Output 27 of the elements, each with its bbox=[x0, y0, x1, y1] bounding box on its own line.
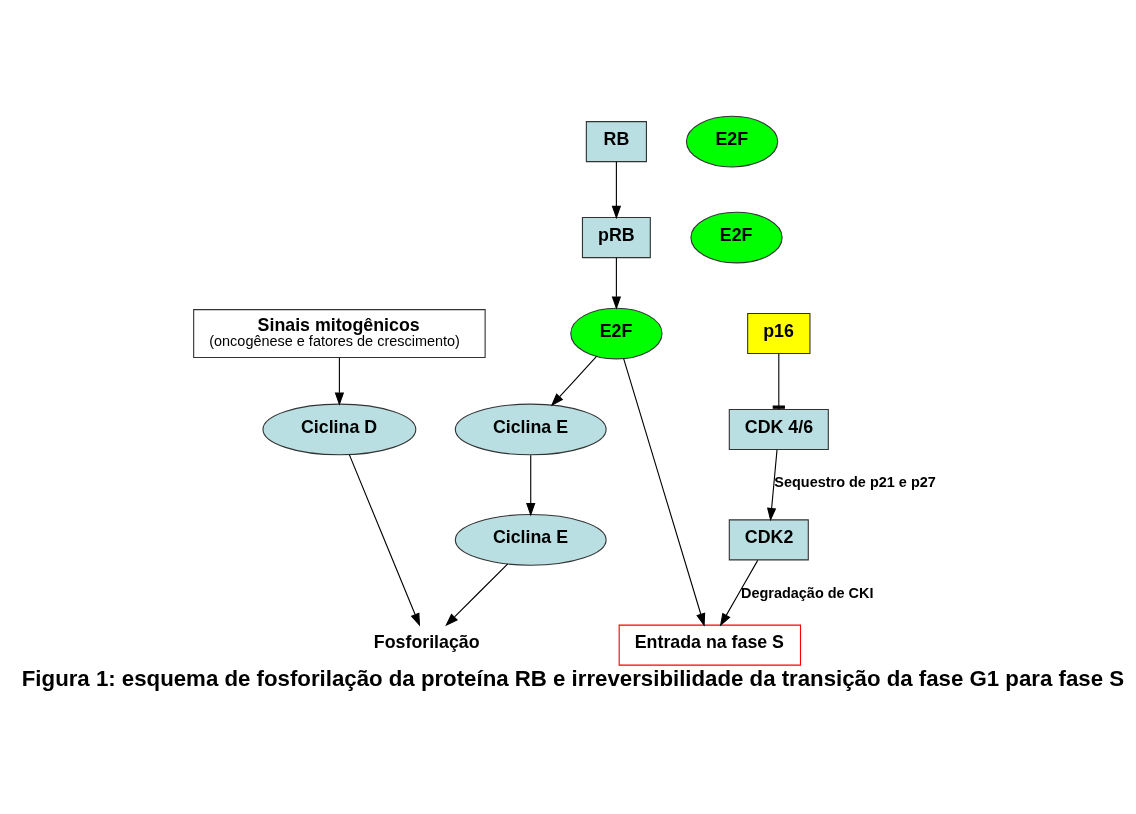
caption: Figura 1: esquema de fosforilação da proteína RB e irreversibilidade da transição da fase G1 para fase S bbox=[21, 665, 1125, 691]
node-text: Fosforilação bbox=[373, 631, 480, 652]
node-box: CDK2 bbox=[728, 518, 809, 560]
node-ellipse: Ciclina E bbox=[454, 513, 607, 566]
arrow bbox=[334, 356, 345, 406]
arrow bbox=[550, 355, 598, 406]
arrow bbox=[719, 559, 759, 627]
arrow bbox=[348, 453, 421, 627]
edge-label: Sequestro de p21 e p27 bbox=[774, 473, 936, 490]
arrow bbox=[445, 562, 509, 626]
node-box: RB bbox=[585, 120, 647, 162]
arrow bbox=[611, 160, 622, 219]
node-box: p16 bbox=[747, 312, 811, 354]
node-box: Sinais mitogênicos (oncogênese e fatores de crescimento) bbox=[193, 308, 486, 358]
node-box: CDK 4/6 bbox=[728, 408, 829, 450]
arrow bbox=[526, 454, 536, 516]
node-ellipse: E2F bbox=[685, 115, 779, 167]
arrow bbox=[623, 357, 706, 627]
node-box: Entrada na fase S bbox=[618, 624, 802, 666]
edge-label: Degradação de CKI bbox=[740, 584, 874, 601]
arrow bbox=[767, 448, 778, 521]
node-ellipse: Ciclina D bbox=[262, 403, 417, 455]
node-box: pRB bbox=[581, 216, 651, 258]
arrow bbox=[611, 256, 622, 310]
node-ellipse: E2F bbox=[570, 307, 663, 359]
node-ellipse: E2F bbox=[690, 211, 783, 263]
node-ellipse: Ciclina E bbox=[454, 403, 607, 455]
